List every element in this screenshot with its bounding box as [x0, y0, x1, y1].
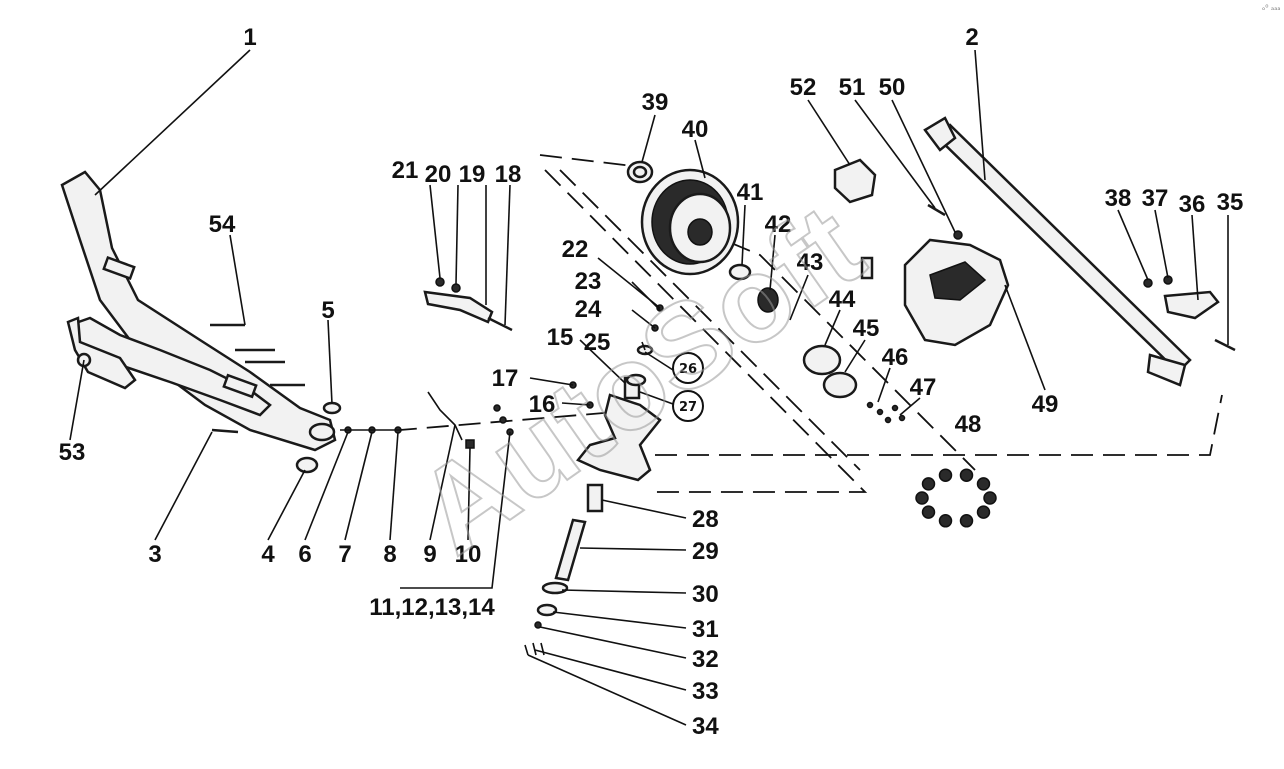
callout-34: 34: [692, 713, 719, 740]
callout-10: 10: [455, 541, 482, 568]
callout-23: 23: [575, 268, 602, 295]
callout-49: 49: [1032, 391, 1059, 418]
king-pin-parts-28-34: [524, 483, 604, 656]
callout-24: 24: [575, 296, 602, 323]
steering-arm-parts-18-21: [423, 277, 513, 332]
callout-25: 25: [584, 329, 611, 356]
callout-6: 6: [298, 541, 311, 568]
callout-51: 51: [839, 74, 866, 101]
callout-28: 28: [692, 506, 719, 533]
callout-41: 41: [737, 179, 764, 206]
callout-32: 32: [692, 646, 719, 673]
callout-4: 4: [261, 541, 275, 568]
watermark: AutoSoft: [394, 179, 886, 579]
callout-5: 5: [321, 297, 334, 324]
circled-callout-26-label: 26: [679, 362, 697, 377]
wheel-nut: [976, 505, 991, 519]
callout-17: 17: [492, 365, 519, 392]
wheel-nut: [976, 477, 991, 491]
wheel-nut: [983, 491, 997, 505]
callout-8: 8: [383, 541, 396, 568]
callout-48: 48: [955, 411, 982, 438]
callout-42: 42: [765, 211, 792, 238]
wheel-nut: [938, 514, 953, 528]
callout-37: 37: [1142, 185, 1169, 212]
hub-drum-parts-39-41: [626, 160, 752, 281]
bolts-part-54: [210, 323, 305, 387]
wheel-nut: [959, 468, 974, 482]
wheel-nut: [959, 514, 974, 528]
callout-21: 21: [392, 157, 419, 184]
wheel-nut: [938, 468, 953, 482]
callout-43: 43: [797, 249, 824, 276]
callout-18: 18: [495, 161, 522, 188]
callout-53: 53: [59, 439, 86, 466]
callout-2: 2: [965, 24, 978, 51]
circled-callout-27: 27: [672, 390, 704, 422]
callout-30: 30: [692, 581, 719, 608]
callout-52: 52: [790, 74, 817, 101]
caliper-parts-49-52: [833, 158, 1010, 347]
callout-1: 1: [243, 24, 256, 51]
tie-rod-arm-parts-35-38: [1143, 275, 1236, 352]
wheel-nut: [915, 491, 929, 505]
circled-callout-26: 26: [672, 352, 704, 384]
callout-7: 7: [338, 541, 351, 568]
callout-40: 40: [682, 116, 709, 143]
callout-22: 22: [562, 236, 589, 263]
callout-15: 15: [547, 324, 574, 351]
callout-38: 38: [1105, 185, 1132, 212]
callout-16: 16: [529, 391, 556, 418]
callout-44: 44: [829, 286, 856, 313]
callout-29: 29: [692, 538, 719, 565]
callout-35: 35: [1217, 189, 1244, 216]
tie-rod-part-2: [923, 116, 1192, 387]
callout-20: 20: [425, 161, 452, 188]
circled-callouts: 26 27: [639, 351, 704, 422]
callout-50: 50: [879, 74, 906, 101]
callout-33: 33: [692, 678, 719, 705]
wheel-nut: [921, 477, 936, 491]
wheel-nut: [921, 505, 936, 519]
callout-19: 19: [459, 161, 486, 188]
callout-54: 54: [209, 211, 236, 238]
callout-9: 9: [423, 541, 436, 568]
callout-11-14: 11,12,13,14: [369, 594, 495, 621]
callout-3: 3: [148, 541, 161, 568]
callout-47: 47: [910, 374, 937, 401]
axle-beam-part-1: [60, 170, 337, 452]
callout-46: 46: [882, 344, 909, 371]
wheel-nuts-part-48: [915, 468, 997, 528]
callout-39: 39: [642, 89, 669, 116]
leader-lines: [69, 49, 1229, 726]
circled-callout-27-label: 27: [679, 400, 697, 415]
callout-45: 45: [853, 315, 880, 342]
callout-36: 36: [1179, 191, 1206, 218]
corner-mark: ₒ⁰ ₐₐₐ: [1262, 3, 1280, 12]
hardware-parts-9-to-14: [427, 391, 514, 449]
callout-labels: 1 2 3 4 5 6 7 8 9 10 11,12,13,14 15 16 1…: [59, 24, 1244, 740]
bearing-parts-42-47: [757, 287, 906, 424]
callout-31: 31: [692, 616, 719, 643]
